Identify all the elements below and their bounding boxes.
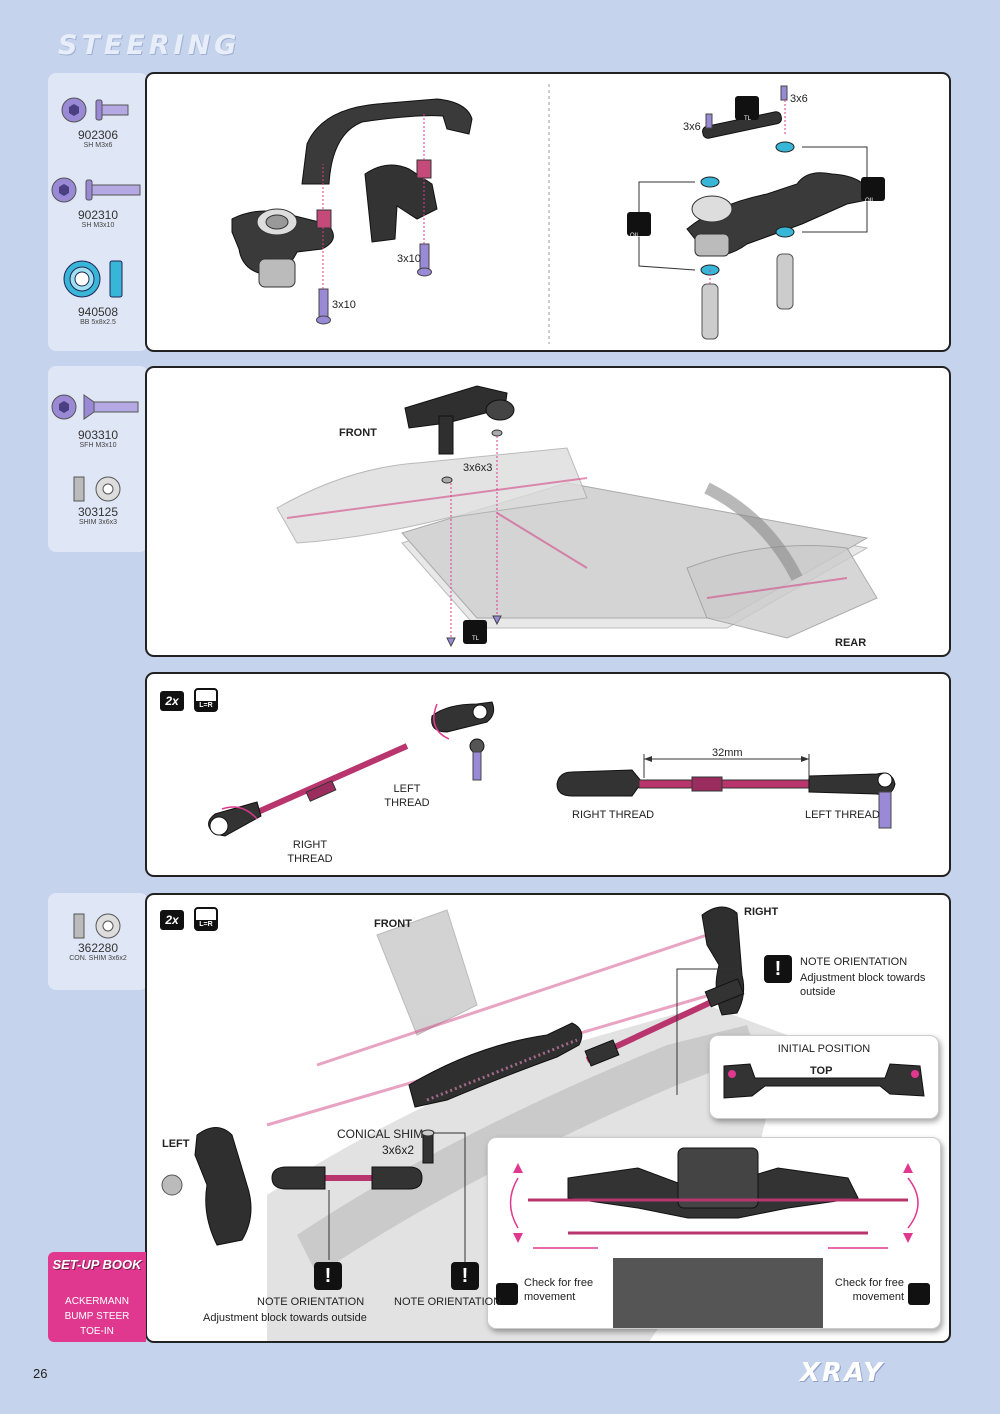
warning-icon: ! [451,1262,479,1290]
step1-panel: 3x10 3x10 3x6 3x6 OIL OIL TL [145,72,951,352]
oil-icon: OIL [865,198,875,204]
note-title: NOTE ORIENTATION [394,1296,502,1308]
warning-icon: ! [314,1262,342,1290]
part-item: 362280 CON. SHIM 3x6x2 [48,909,148,962]
setup-item: BUMP STEER [64,1311,130,1322]
screw-label: 3x10 [397,253,421,265]
section-title: STEERING [58,30,241,61]
left-label: LEFT [162,1138,190,1150]
quantity-badge: 2x [160,910,184,930]
part-desc: CON. SHIM 3x6x2 [69,955,127,962]
setup-item: ACKERMANN [65,1296,129,1307]
setup-item: TOE-IN [80,1326,114,1337]
countersunk-screw-icon [51,394,139,420]
brand-logo: XRAY [800,1358,885,1388]
left-right-label: L=R [196,701,216,710]
threadlock-icon: TL [472,636,480,642]
left-right-label: L=R [196,920,216,929]
shim-icon [73,476,121,502]
setup-book-tab[interactable]: SET-UP BOOK ACKERMANN BUMP STEER TOE-IN [48,1252,146,1342]
conical-shim-size: 3x6x2 [382,1143,415,1157]
bearing-icon [63,260,123,298]
part-desc: SH M3x6 [83,142,113,149]
right-thread-label-b: RIGHT THREAD [572,809,655,821]
step2-diagram [276,385,878,648]
part-code: 362280 [77,941,119,955]
step1-diagram [231,84,885,344]
screw-icon [51,177,141,203]
part-item: 902306 SH M3x6 [48,95,148,149]
shim-label: 3x6x3 [463,462,493,474]
part-desc: SHIM 3x6x3 [78,519,118,526]
dimension-label: 32mm [712,747,743,759]
part-desc: SH M3x10 [81,222,115,229]
threadlock-icon: TL [744,116,752,122]
right-thread-label: RIGHT THREAD [287,839,333,865]
part-item: 303125 SHIM 3x6x3 [48,472,148,526]
note-title: NOTE ORIENTATION [800,956,908,968]
setup-book-title: SET-UP BOOK [52,1257,142,1272]
step3-panel: 2x L=R LEFT THREAD RIGHT THREAD 32mm RIG… [145,672,951,877]
check-movement-left: Check for free movement [524,1277,594,1303]
rear-label: REAR [835,637,867,649]
note-text: Adjustment block towards outside [800,972,926,998]
part-item: 903310 SFH M3x10 [48,392,148,449]
initial-position-title: INITIAL POSITION [777,1043,871,1055]
left-thread-label-b: LEFT THREAD [805,809,880,821]
parts-list-step4: 362280 CON. SHIM 3x6x2 [48,893,148,990]
part-desc: BB 5x8x2.5 [80,319,116,326]
note-title: NOTE ORIENTATION [257,1296,365,1308]
screw-label: 3x10 [332,299,356,311]
quantity-badge: 2x [160,691,184,711]
part-code: 902310 [77,208,119,222]
screw-icon [61,97,129,123]
part-item: 902310 SH M3x10 [48,175,148,229]
steering-link-top-view [723,1063,925,1099]
part-code: 303125 [77,505,119,519]
initial-position-inset: INITIAL POSITION TOP [709,1035,939,1119]
screw-label: 3x6 [683,121,701,133]
left-right-icon: L=R [194,688,218,712]
part-code: 903310 [77,428,119,442]
top-label: TOP [810,1065,833,1077]
warning-icon: ! [764,955,792,983]
part-item: 940508 BB 5x8x2.5 [48,255,148,326]
conical-shim-label: CONICAL SHIM [337,1127,424,1141]
note-text: Adjustment block towards outside [203,1312,367,1324]
parts-list-step1: 902306 SH M3x6 902310 SH M3x10 940508 BB… [48,73,148,351]
left-right-icon: L=R [194,907,218,931]
check-movement-right: Check for free movement [834,1277,904,1303]
parts-list-step2: 903310 SFH M3x10 303125 SHIM 3x6x3 [48,366,148,552]
page-number: 26 [33,1366,48,1381]
right-label: RIGHT [744,906,779,918]
part-code: 902306 [77,128,119,142]
front-label: FRONT [339,427,377,439]
front-label: FRONT [374,918,412,930]
step3-diagram [208,701,896,837]
left-thread-label: LEFT THREAD [384,783,430,809]
step4-panel: 2x L=R ! NOTE ORIENTATION Adjustment blo… [145,893,951,1343]
oil-icon: OIL [630,233,640,239]
chassis-top-view [496,1147,930,1328]
part-code: 940508 [77,305,119,319]
conical-shim-icon [73,913,121,939]
screw-label: 3x6 [790,93,808,105]
part-desc: SFH M3x10 [79,442,117,449]
step2-panel: FRONT REAR 3x6x3 TL [145,366,951,657]
free-movement-inset: Check for free movement Check for free m… [487,1137,941,1329]
